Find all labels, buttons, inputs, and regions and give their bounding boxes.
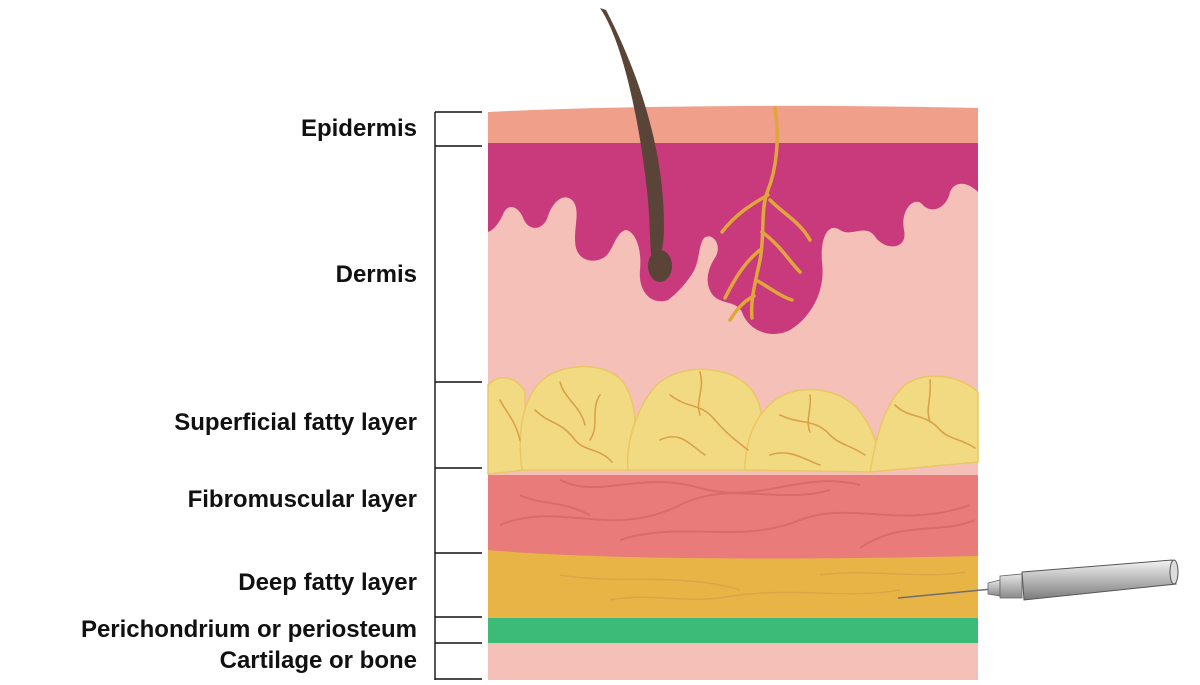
label-perichondrium: Perichondrium or periosteum [81,616,417,643]
layer-bracket [434,111,482,680]
label-dermis: Dermis [336,261,417,288]
fat-lobule-veins [499,371,976,466]
deep-fatty-band [488,548,978,618]
hair-icon [600,8,672,282]
fibromuscular-texture [499,479,976,549]
label-epidermis: Epidermis [301,115,417,142]
fat-lobule [487,377,526,475]
epidermis-band [488,105,978,146]
label-cartilage-or-bone: Cartilage or bone [220,647,417,674]
deep-fatty-texture [559,571,966,601]
fibromuscular-band [488,460,978,559]
needle-icon [897,559,1179,601]
cartilage-band [488,640,978,680]
layer-labels: Epidermis Dermis Superficial fatty layer… [81,115,417,674]
label-deep-fatty-layer: Deep fatty layer [238,569,417,596]
perichondrium-band [488,615,978,643]
dermal-papillae [488,143,978,334]
label-superficial-fatty-layer: Superficial fatty layer [174,409,417,436]
label-fibromuscular-layer: Fibromuscular layer [188,486,417,513]
fat-lobule [869,375,979,473]
superficial-fat-lobules [487,365,979,475]
nerve-icon [720,106,812,322]
